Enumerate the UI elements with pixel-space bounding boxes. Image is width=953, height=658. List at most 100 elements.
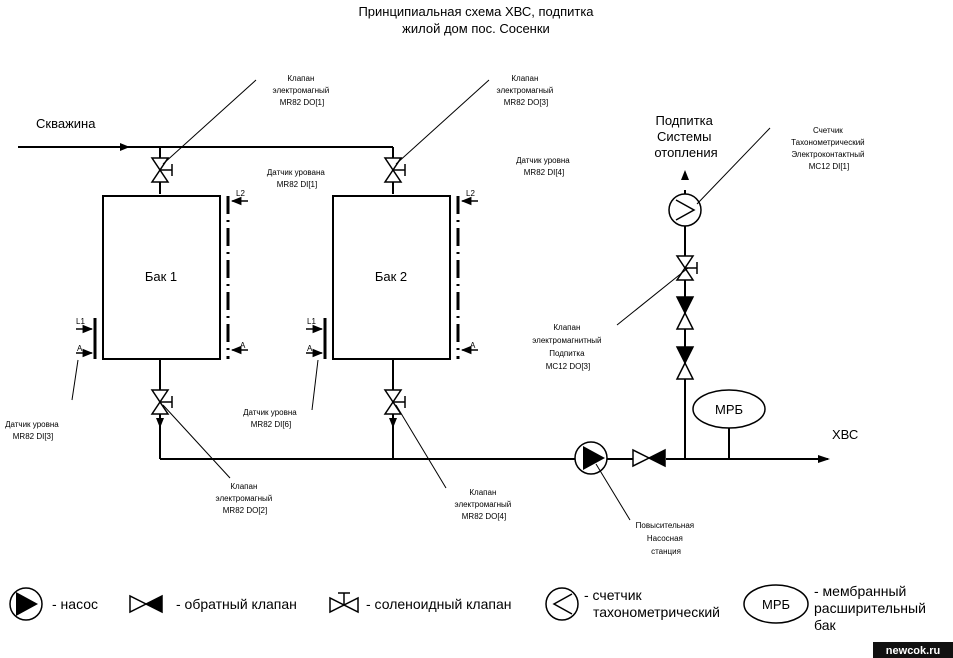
legend-mrb-line: расширительный	[814, 600, 926, 616]
sensor-1-label: Датчик урована MR82 DI[1]	[267, 168, 327, 189]
level-mark-l2-2: L2	[466, 189, 475, 198]
solenoid-valve-icon	[150, 157, 173, 183]
valve-2-line: электромагный	[216, 494, 273, 503]
legend-meter-line: - счетчик	[584, 587, 643, 603]
sensor-3-line: Датчик уровна	[5, 420, 59, 429]
solenoid-valve-icon	[150, 389, 173, 415]
valve-1-line: Клапан	[287, 74, 314, 83]
valve-4-label: Клапан электромагный MR82 DO[4]	[455, 488, 514, 521]
pump-icon	[574, 441, 608, 475]
diagram-title-line2: жилой дом пос. Сосенки	[402, 21, 550, 36]
pump-line: станция	[651, 547, 681, 556]
feed-valve-line: MC12 DO[3]	[546, 362, 590, 371]
legend-mrb-text: - мембранный расширительный бак	[814, 583, 930, 633]
legend-mrb-icon	[743, 584, 809, 624]
feed-line: Системы	[657, 129, 711, 144]
feed-valve-line: Клапан	[553, 323, 580, 332]
feed-line: отопления	[654, 145, 717, 160]
check-valve-icon	[675, 346, 695, 380]
source-label: Скважина	[36, 116, 96, 131]
pump-line: Насосная	[647, 534, 683, 543]
tank-1: Бак 1	[102, 195, 221, 360]
valve-3-line: электромагный	[497, 86, 554, 95]
sensor-6-line: MR82 DI[6]	[251, 420, 291, 429]
feed-valve-line: электромагнитный	[532, 336, 601, 345]
legend-mrb-label: МРБ	[762, 597, 790, 612]
check-valve-icon	[632, 448, 666, 468]
feed-valve-label: Клапан электромагнитный Подпитка MC12 DO…	[532, 323, 603, 371]
valve-4-line: MR82 DO[4]	[462, 512, 506, 521]
valve-2-line: MR82 DO[2]	[223, 506, 267, 515]
level-mark-a-1l: A	[77, 344, 83, 353]
watermark-box	[873, 642, 953, 658]
legend-solenoid-icon	[329, 592, 359, 614]
outlet-arrow-icon	[389, 418, 397, 428]
meter-label: Счетчик Тахонометрический Электроконтакт…	[791, 126, 867, 171]
level-mark-a-2l: A	[307, 344, 313, 353]
tank-2-label: Бак 2	[375, 269, 407, 284]
level-mark-l1-2: L1	[307, 317, 316, 326]
sensor-6-line: Датчик уровна	[243, 408, 297, 417]
valve-2-line: Клапан	[230, 482, 257, 491]
solenoid-valve-icon	[383, 157, 406, 183]
valve-3-line: Клапан	[511, 74, 538, 83]
feed-arrow-icon	[681, 170, 689, 180]
level-mark-l1-1: L1	[76, 317, 85, 326]
legend-mrb-line: - мембранный	[814, 583, 906, 599]
tank-1-label: Бак 1	[145, 269, 177, 284]
sensor-6-label: Датчик уровна MR82 DI[6]	[243, 408, 299, 429]
solenoid-valve-icon	[675, 255, 698, 281]
legend-solenoid-text: - соленоидный клапан	[366, 596, 512, 612]
valve-1-line: MR82 DO[1]	[280, 98, 324, 107]
level-arrows	[76, 196, 478, 358]
solenoid-valve-icon	[383, 389, 406, 415]
legend-pump-icon	[9, 587, 43, 621]
sensor-4-line: MR82 DI[4]	[524, 168, 564, 177]
feed-valve-line: Подпитка	[549, 349, 585, 358]
hvs-label: ХВС	[832, 427, 858, 442]
legend-check-valve-icon	[129, 594, 163, 614]
sensor-4-label: Датчик уровна MR82 DI[4]	[516, 156, 572, 177]
level-mark-l2-1: L2	[236, 189, 245, 198]
valve-1-label: Клапан электромагный MR82 DO[1]	[273, 74, 332, 107]
legend-meter-text: - счетчик тахонометрический	[584, 587, 720, 620]
level-sensor-bars	[93, 196, 460, 359]
valve-3-label: Клапан электромагный MR82 DO[3]	[497, 74, 556, 107]
sensor-3-line: MR82 DI[3]	[13, 432, 53, 441]
legend-pump-text: - насос	[52, 596, 98, 612]
legend: - насос - обратный клапан - соленоидный …	[9, 583, 930, 633]
meter-line: MC12 DI[1]	[809, 162, 849, 171]
valve-2-label: Клапан электромагный MR82 DO[2]	[216, 482, 275, 515]
sensor-4-line: Датчик уровна	[516, 156, 570, 165]
mrb-label: МРБ	[715, 402, 743, 417]
meter-line: Тахонометрический	[791, 138, 865, 147]
feed-line: Подпитка	[656, 113, 714, 128]
sensor-3-label: Датчик уровна MR82 DI[3]	[5, 420, 61, 441]
watermark-text: newcok.ru	[886, 645, 940, 657]
pump-line: Повысительная	[636, 521, 694, 530]
tank-2: Бак 2	[332, 195, 451, 360]
pump-label: Повысительная Насосная станция	[636, 521, 697, 556]
source-pipe	[18, 146, 394, 194]
valve-4-line: электромагный	[455, 500, 512, 509]
sensor-1-line: Датчик урована	[267, 168, 326, 177]
outlet-arrow-icon	[156, 418, 164, 428]
legend-check-valve-text: - обратный клапан	[176, 596, 297, 612]
meter-icon	[668, 193, 702, 227]
diagram-title-line1: Принципиальная схема ХВС, подпитка	[358, 4, 594, 19]
hvs-arrow-icon	[818, 455, 830, 463]
mrb-tank: МРБ	[692, 389, 766, 429]
legend-meter-icon	[545, 587, 579, 621]
leader-lines	[71, 79, 771, 521]
meter-line: Счетчик	[813, 126, 843, 135]
valve-1-line: электромагный	[273, 86, 330, 95]
legend-meter-line: тахонометрический	[593, 604, 720, 620]
legend-mrb-line: бак	[814, 617, 836, 633]
sensor-1-line: MR82 DI[1]	[277, 180, 317, 189]
level-mark-a-1r: A	[240, 341, 246, 350]
flow-arrow-icon	[120, 143, 130, 151]
valve-3-line: MR82 DO[3]	[504, 98, 548, 107]
valve-4-line: Клапан	[469, 488, 496, 497]
meter-line: Электроконтактный	[791, 150, 864, 159]
